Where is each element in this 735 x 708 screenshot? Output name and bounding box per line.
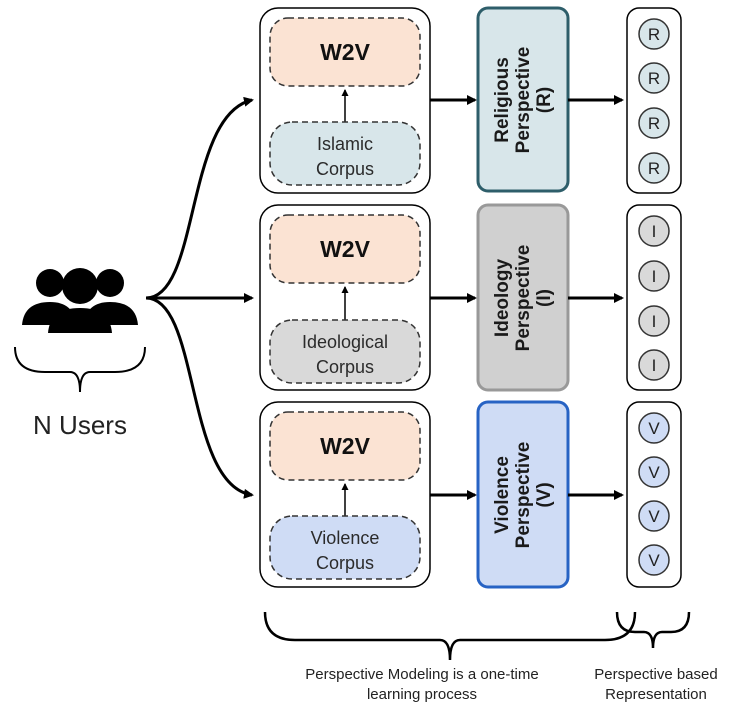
representation-node: R [638, 18, 670, 50]
rep-letter: R [648, 159, 660, 178]
fanout-arrows [145, 96, 254, 499]
representation-caption-line1: Perspective based [594, 666, 717, 683]
representation-node: V [638, 500, 670, 532]
representation-node: I [638, 260, 670, 292]
module-religious: W2V Islamic Corpus Religious Perspective… [259, 6, 682, 194]
rep-letter: I [652, 267, 657, 286]
representation-brace [615, 611, 691, 649]
corpus-label-line2: Corpus [316, 553, 374, 573]
module-ideology: W2V Ideological Corpus Ideology Perspect… [259, 203, 682, 392]
representation-caption-line2: Representation [605, 686, 707, 703]
representation-node: I [638, 305, 670, 337]
rep-letter: V [648, 507, 660, 526]
w2v-label: W2V [320, 236, 371, 262]
rep-letter: R [648, 114, 660, 133]
perspective-label-line2: Perspective [513, 442, 534, 549]
representation-container [626, 7, 682, 194]
rep-letter: R [648, 69, 660, 88]
representation-node: R [638, 107, 670, 139]
representation-node: R [638, 62, 670, 94]
perspective-label-line1: Religious [492, 57, 513, 143]
users-label: N Users [33, 410, 127, 440]
rep-letter: V [648, 551, 660, 570]
corpus-label-line2: Corpus [316, 159, 374, 179]
rep-letter: V [648, 463, 660, 482]
corpus-label-line1: Ideological [302, 332, 388, 352]
representation-container [626, 204, 682, 391]
corpus-label-line1: Islamic [317, 134, 373, 154]
rep-letter: I [652, 312, 657, 331]
perspective-label-line1: Ideology [492, 259, 513, 338]
perspective-label-line3: (V) [534, 482, 555, 507]
representation-node: I [638, 215, 670, 247]
corpus-label-line2: Corpus [316, 357, 374, 377]
corpus-box [269, 121, 421, 186]
w2v-box [269, 214, 421, 284]
rep-letter: I [652, 222, 657, 241]
representation-node: V [638, 544, 670, 576]
perspective-label-line2: Perspective [513, 47, 534, 154]
modeling-brace [263, 611, 637, 661]
modeling-caption-line2: learning process [367, 686, 477, 703]
representation-container [626, 401, 682, 588]
w2v-box [269, 17, 421, 87]
perspective-label-line3: (I) [534, 289, 555, 307]
users-brace [14, 346, 146, 393]
corpus-box [269, 515, 421, 580]
representation-node: I [638, 349, 670, 381]
corpus-box [269, 319, 421, 384]
perspective-label-line1: Violence [492, 456, 513, 534]
representation-node: V [638, 412, 670, 444]
rep-letter: R [648, 25, 660, 44]
module-violence: W2V Violence Corpus Violence Perspective… [259, 400, 682, 589]
corpus-label-line1: Violence [311, 528, 380, 548]
perspective-label-line2: Perspective [513, 245, 534, 352]
w2v-label: W2V [320, 39, 371, 65]
perspective-label-line3: (R) [534, 87, 555, 113]
modeling-caption-line1: Perspective Modeling is a one-time [305, 666, 538, 683]
w2v-label: W2V [320, 433, 371, 459]
representation-node: R [638, 152, 670, 184]
rep-letter: I [652, 356, 657, 375]
users-group-icon [22, 268, 138, 333]
w2v-box [269, 411, 421, 481]
rep-letter: V [648, 419, 660, 438]
representation-node: V [638, 456, 670, 488]
